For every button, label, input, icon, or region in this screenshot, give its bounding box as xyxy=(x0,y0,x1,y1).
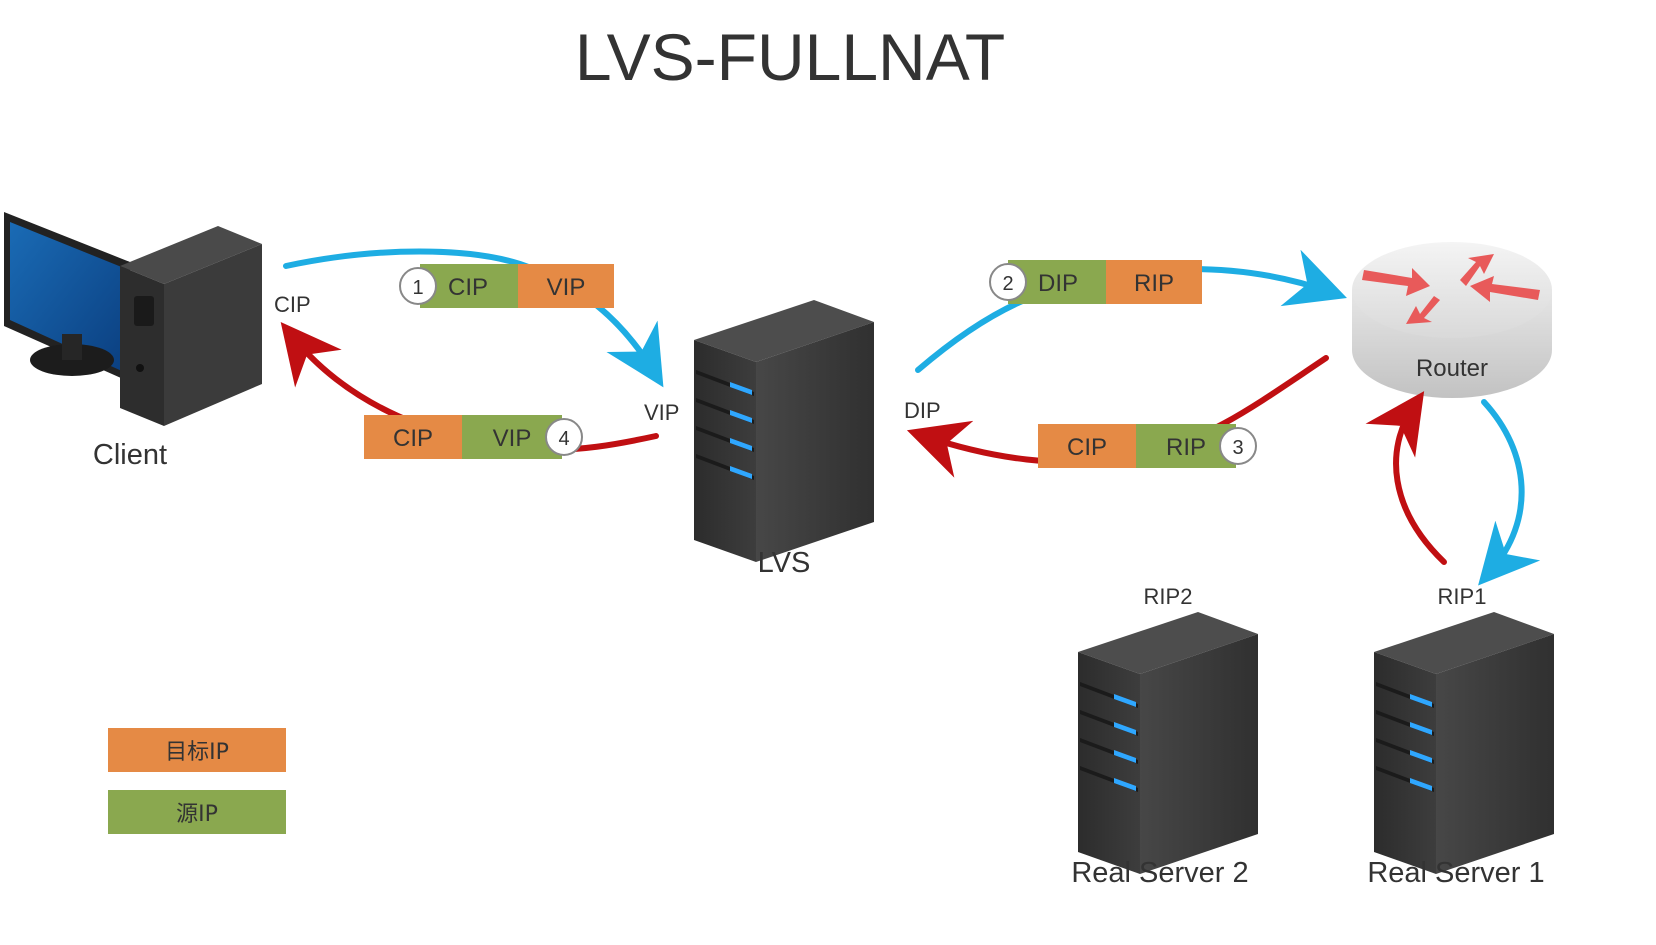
packet-3-src: RIP xyxy=(1166,434,1206,461)
packet-4-src: VIP xyxy=(493,425,532,452)
packet-3-step-badge xyxy=(1219,427,1257,465)
dip-interface-label: DIP xyxy=(904,398,941,423)
packet-3: CIP RIP 3 xyxy=(1038,424,1257,468)
response-arrow-rip1-to-router xyxy=(1365,391,1447,565)
packet-2-dst: RIP xyxy=(1134,270,1174,297)
real-server-1-label: Real Server 1 xyxy=(1367,857,1544,889)
packet-4-step-badge xyxy=(545,418,583,456)
rip1-interface-label: RIP1 xyxy=(1438,584,1487,609)
packet-1: CIP VIP 1 xyxy=(399,264,614,308)
lvs-server-icon xyxy=(694,300,874,562)
cip-interface-label: CIP xyxy=(274,292,311,317)
real-server-1-icon xyxy=(1374,612,1554,874)
packet-3-dst-cell xyxy=(1038,424,1136,468)
vip-interface-label: VIP xyxy=(644,400,679,425)
packet-1-step: 1 xyxy=(412,277,423,299)
packet-4-dst-cell xyxy=(364,415,462,459)
packet-2-step-badge xyxy=(989,263,1027,301)
packet-4-step: 4 xyxy=(558,428,569,450)
packet-2: DIP RIP 2 xyxy=(989,260,1202,304)
request-arrow-router-to-rip1 xyxy=(1478,399,1541,586)
lvs-label: LVS xyxy=(758,547,811,579)
packet-1-step-badge xyxy=(399,267,437,305)
legend-dest-ip-label: 目标IP xyxy=(165,740,229,765)
diagram-title: LVS-FULLNAT xyxy=(575,20,1005,94)
router-icon xyxy=(1352,242,1552,398)
packet-1-dst: VIP xyxy=(547,274,586,301)
packet-4-dst: CIP xyxy=(393,425,433,452)
rip2-interface-label: RIP2 xyxy=(1144,584,1193,609)
packet-3-step: 3 xyxy=(1232,437,1243,459)
real-server-2-icon xyxy=(1078,612,1258,874)
request-arrow-client-to-lvs xyxy=(283,248,664,388)
packet-3-dst: CIP xyxy=(1067,434,1107,461)
real-server-2-label: Real Server 2 xyxy=(1071,857,1248,889)
packet-2-dst-cell xyxy=(1106,260,1202,304)
legend-src-ip-swatch xyxy=(108,790,286,834)
packet-1-dst-cell xyxy=(518,264,614,308)
client-label: Client xyxy=(93,439,167,471)
legend: 目标IP 源IP xyxy=(108,728,286,834)
router-label: Router xyxy=(1416,355,1488,382)
legend-src-ip-label: 源IP xyxy=(176,802,218,827)
packet-1-src: CIP xyxy=(448,274,488,301)
client-computer-icon xyxy=(4,212,262,426)
legend-dest-ip-swatch xyxy=(108,728,286,772)
packet-4: CIP VIP 4 xyxy=(364,415,583,459)
packet-2-src: DIP xyxy=(1038,270,1078,297)
packet-2-step: 2 xyxy=(1002,273,1013,295)
